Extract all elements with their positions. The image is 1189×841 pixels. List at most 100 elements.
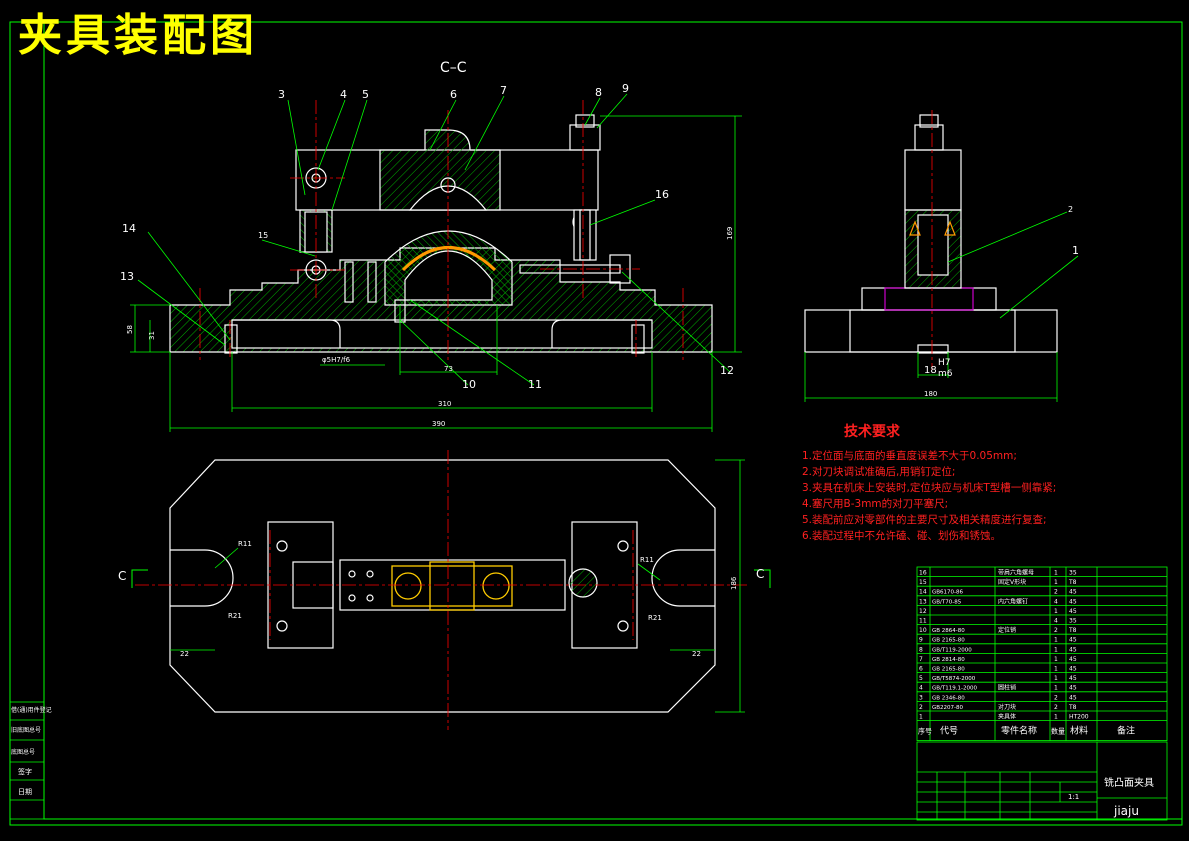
dim-73: 73 bbox=[444, 365, 453, 373]
dim-22-left: 22 bbox=[180, 650, 189, 658]
parts-row-code: GB/T70-85 bbox=[932, 599, 962, 605]
note-6: 6.装配过程中不允许磕、碰、划伤和锈蚀。 bbox=[802, 530, 1002, 542]
parts-row-material: 45 bbox=[1069, 646, 1077, 653]
parts-row-no: 9 bbox=[919, 637, 923, 644]
dim-31: 31 bbox=[148, 331, 156, 340]
parts-row-qty: 1 bbox=[1054, 579, 1058, 586]
balloon-13: 13 bbox=[120, 270, 134, 283]
front-centerlines bbox=[199, 100, 684, 360]
parts-row-no: 13 bbox=[919, 598, 927, 605]
parts-row-material: 45 bbox=[1069, 656, 1077, 663]
dim-h7: H7 bbox=[938, 358, 951, 368]
note-5: 5.装配前应对零部件的主要尺寸及相关精度进行复查; bbox=[802, 514, 1047, 526]
parts-row-no: 6 bbox=[919, 666, 923, 673]
parts-row-no: 7 bbox=[919, 656, 923, 663]
parts-row-material: 35 bbox=[1069, 570, 1077, 577]
note-3: 3.夹具在机床上安装时,定位块应与机床T型槽一侧靠紧; bbox=[802, 482, 1057, 494]
parts-row-no: 16 bbox=[919, 570, 927, 577]
section-arrows bbox=[131, 569, 771, 588]
balloon-2: 2 bbox=[1068, 205, 1073, 214]
dim-390: 390 bbox=[432, 420, 445, 428]
dim-r21-left: R21 bbox=[228, 612, 242, 620]
dim-22-right: 22 bbox=[692, 650, 701, 658]
parts-row-qty: 1 bbox=[1054, 714, 1058, 721]
note-4: 4.塞尺用B-3mm的对刀平塞尺; bbox=[802, 498, 949, 510]
parts-row-qty: 1 bbox=[1054, 656, 1058, 663]
parts-row-code: GB 2165-80 bbox=[932, 667, 965, 673]
parts-header-name: 零件名称 bbox=[1001, 725, 1037, 737]
parts-row-code: GB 2165-80 bbox=[932, 638, 965, 644]
front-dimensions bbox=[130, 93, 742, 432]
technical-requirements: 技术要求 1.定位面与底面的垂直度误差不大于0.05mm; 2.对刀块调试准确后… bbox=[802, 424, 1056, 544]
parts-row-qty: 1 bbox=[1054, 608, 1058, 615]
parts-row-no: 10 bbox=[919, 627, 927, 634]
parts-row-qty: 2 bbox=[1054, 694, 1058, 701]
balloon-9: 9 bbox=[622, 82, 629, 95]
parts-row-code: GB/T119.1-2000 bbox=[932, 686, 977, 692]
parts-row-name: 定位销 bbox=[998, 626, 1016, 634]
dim-m6: m6 bbox=[938, 369, 953, 379]
plan-centerlines bbox=[135, 450, 750, 730]
parts-header-remark: 备注 bbox=[1117, 725, 1135, 737]
parts-row-qty: 2 bbox=[1054, 589, 1058, 596]
parts-row-qty: 2 bbox=[1054, 627, 1058, 634]
title-block bbox=[916, 741, 1168, 821]
parts-row-qty: 4 bbox=[1054, 618, 1058, 625]
parts-row-no: 4 bbox=[919, 685, 923, 692]
parts-row-qty: 1 bbox=[1054, 570, 1058, 577]
balloon-16: 16 bbox=[655, 188, 669, 201]
parts-row-material: 35 bbox=[1069, 618, 1077, 625]
parts-row-no: 2 bbox=[919, 704, 923, 711]
parts-row-qty: 2 bbox=[1054, 704, 1058, 711]
balloon-15: 15 bbox=[258, 231, 268, 240]
section-mark-left: C bbox=[118, 569, 126, 583]
parts-row-material: 45 bbox=[1069, 694, 1077, 701]
left-strip-4: 签字 bbox=[18, 767, 32, 776]
note-1: 1.定位面与底面的垂直度误差不大于0.05mm; bbox=[802, 450, 1017, 462]
balloon-10: 10 bbox=[462, 378, 476, 391]
balloon-5: 5 bbox=[362, 88, 369, 101]
balloon-8: 8 bbox=[595, 86, 602, 99]
parts-row-code: GB 2814-80 bbox=[932, 657, 965, 663]
parts-row-no: 15 bbox=[919, 579, 927, 586]
parts-header-no: 序号 bbox=[918, 727, 932, 736]
parts-row-material: HT200 bbox=[1069, 714, 1089, 721]
parts-row-qty: 1 bbox=[1054, 637, 1058, 644]
parts-row-qty: 4 bbox=[1054, 598, 1058, 605]
parts-header-qty: 数量 bbox=[1051, 727, 1065, 736]
parts-row-no: 1 bbox=[919, 714, 923, 721]
left-strip-2: 旧底图总号 bbox=[11, 726, 41, 734]
dim-310: 310 bbox=[438, 400, 451, 408]
drawing-name: 铣凸面夹具 bbox=[1104, 776, 1154, 789]
section-mark-right: C bbox=[756, 567, 764, 581]
dim-58: 58 bbox=[126, 325, 134, 334]
left-strip-3: 底图总号 bbox=[11, 748, 35, 756]
parts-list-grid bbox=[916, 566, 1168, 742]
parts-row-qty: 1 bbox=[1054, 646, 1058, 653]
parts-row-material: 45 bbox=[1069, 589, 1077, 596]
parts-header-code: 代号 bbox=[940, 726, 958, 737]
balloon-1: 1 bbox=[1072, 244, 1079, 257]
parts-row-no: 3 bbox=[919, 694, 923, 701]
parts-row-code: GB 2346-80 bbox=[932, 695, 965, 701]
dim-r21-right: R21 bbox=[648, 614, 662, 622]
plan-view bbox=[169, 459, 716, 713]
parts-row-material: 45 bbox=[1069, 598, 1077, 605]
parts-row-no: 12 bbox=[919, 608, 927, 615]
parts-row-name: 内六角螺钉 bbox=[998, 597, 1028, 605]
front-section-view bbox=[169, 114, 713, 354]
parts-row-material: 45 bbox=[1069, 637, 1077, 644]
balloon-7: 7 bbox=[500, 84, 507, 97]
section-title: C–C bbox=[440, 60, 467, 76]
parts-row-code: GB 2864-80 bbox=[932, 628, 965, 634]
parts-row-material: 45 bbox=[1069, 685, 1077, 692]
parts-row-code: GB/T119-2000 bbox=[932, 647, 972, 653]
parts-row-code: GB/T5874-2000 bbox=[932, 676, 976, 682]
parts-row-no: 5 bbox=[919, 675, 923, 682]
parts-row-name: 夹具体 bbox=[998, 713, 1016, 721]
left-strip-1: 借(通)用件登记 bbox=[11, 706, 52, 714]
parts-row-no: 11 bbox=[919, 618, 927, 625]
plan-dimensions bbox=[170, 459, 745, 713]
notes-title: 技术要求 bbox=[844, 424, 900, 440]
parts-row-material: 45 bbox=[1069, 666, 1077, 673]
